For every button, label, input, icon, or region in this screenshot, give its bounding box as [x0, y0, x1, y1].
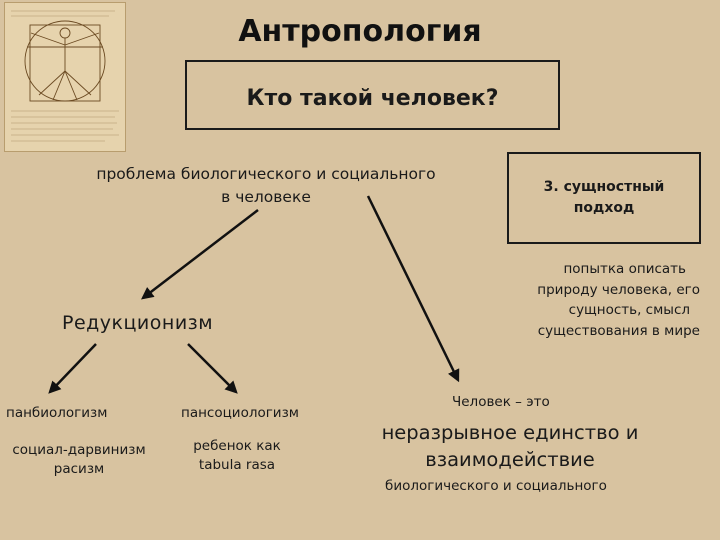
arrow-to-pansociologism [187, 343, 238, 394]
racism-text: расизм [53, 461, 105, 477]
attempt-description: попытка описать природу человека, его су… [505, 259, 700, 341]
arrow-to-reductionism [141, 209, 259, 300]
vitruvian-man-image [4, 2, 126, 152]
page-title: Антропология [238, 14, 482, 49]
question-text: Кто такой человек? [246, 85, 499, 111]
pansociologism-examples: ребенок как tabula rasa [177, 437, 297, 475]
child-line-2: tabula rasa [198, 457, 276, 473]
attempt-line-1: попытка описать [563, 261, 686, 277]
unity-line-1: неразрывное единство и [381, 421, 639, 444]
arrow-to-panbiologism [48, 343, 97, 394]
problem-line-1: проблема биологического и социального [96, 165, 436, 183]
attempt-line-2: природу человека, его [537, 281, 700, 298]
panbiologism-label: панбиологизм [6, 405, 108, 421]
attempt-line-4: существования в мире [537, 322, 700, 339]
bio-social-text: биологического и социального [385, 478, 607, 494]
reductionism-label: Редукционизм [62, 312, 214, 334]
unity-line-2: взаимодействие [425, 448, 595, 471]
child-line-1: ребенок как [193, 438, 281, 454]
panbiologism-examples: социал-дарвинизм расизм [0, 441, 158, 479]
question-box: Кто такой человек? [185, 60, 560, 130]
attempt-line-3: сущность, смысл [568, 302, 690, 318]
unity-text: неразрывное единство и взаимодействие [365, 419, 655, 473]
person-intro: Человек – это [452, 394, 550, 410]
social-darwinism-text: социал-дарвинизм [12, 442, 146, 458]
pansociologism-label: пансоциологизм [181, 405, 299, 421]
problem-line-2: в человеке [221, 188, 311, 206]
essence-approach-box: 3. сущностный подход [507, 152, 701, 244]
essence-line-2: подход [573, 200, 635, 216]
arrow-to-unity [366, 195, 460, 383]
essence-line-1: 3. сущностный [543, 179, 665, 195]
problem-text: проблема биологического и социального в … [52, 163, 480, 209]
